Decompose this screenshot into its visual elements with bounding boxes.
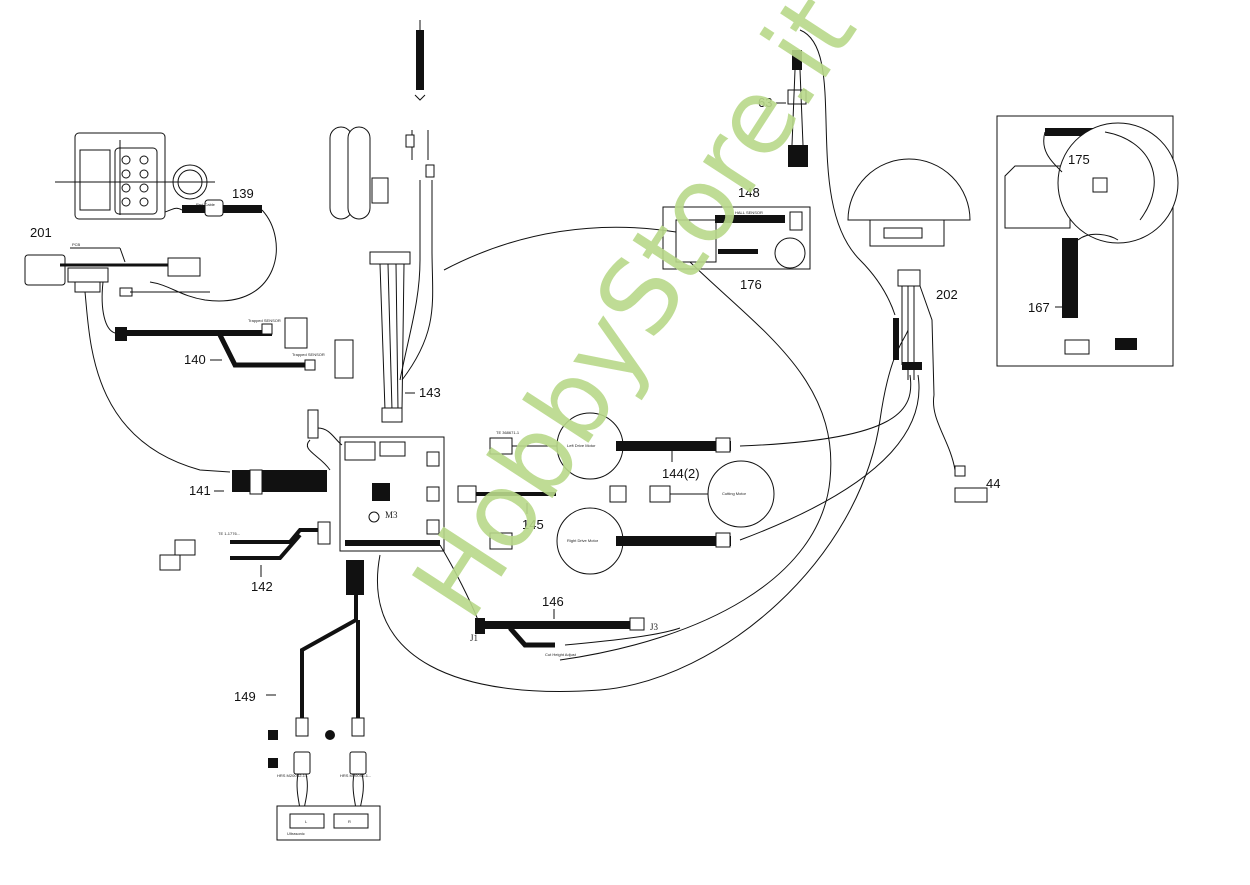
- pcb-assembly-201: PCB: [24, 242, 210, 297]
- callout-142: 142: [251, 579, 273, 594]
- keypad-assembly: [55, 132, 215, 220]
- ultrasonic-label: Ultrasonic: [287, 831, 305, 836]
- callout-145: 145: [522, 517, 544, 532]
- main-controller-m3: M3: [307, 409, 445, 552]
- harness-141: [232, 469, 327, 495]
- harness-139: Red Cable: [149, 199, 277, 302]
- callout-140: 140: [184, 352, 206, 367]
- gps-module-box: [996, 115, 1179, 367]
- hrs-label-right: HRS M200S2-1...: [340, 773, 371, 778]
- hall-sensor-box-148: HALL SENSOR: [662, 206, 811, 270]
- callout-149: 149: [234, 689, 256, 704]
- callout-144: 144(2): [662, 466, 700, 481]
- harness-142: TE 1-1776...: [159, 521, 331, 571]
- hrs-label-left: HRS M200S2-1...: [277, 773, 308, 778]
- left-drive-motor-label: Left Drive Motor: [567, 443, 596, 448]
- j3-label: J3: [650, 622, 659, 632]
- cut-height-adjust-label: Cut Height Adjust: [545, 652, 577, 657]
- callout-175: 175: [1068, 152, 1090, 167]
- te-label-142: TE 1-1776...: [218, 531, 240, 536]
- callout-201: 201: [30, 225, 52, 240]
- harness-146: J1 J3 Cut Height Adjust: [470, 617, 681, 657]
- harness-140: Trapped SENSOR Trapped SENSOR: [84, 281, 354, 473]
- m3-label: M3: [385, 510, 398, 520]
- callout-167: 167: [1028, 300, 1050, 315]
- callout-202: 202: [936, 287, 958, 302]
- trapped-sensor-label-1: Trapped SENSOR: [248, 318, 281, 323]
- pcb-label: PCB: [72, 242, 81, 247]
- trapped-sensor-label-2: Trapped SENSOR: [292, 352, 325, 357]
- callout-139: 139: [232, 186, 254, 201]
- callout-146: 146: [542, 594, 564, 609]
- callout-63: 63: [758, 95, 772, 110]
- left-sensor-label: L: [305, 819, 308, 824]
- motors: Left Drive Motor TE 368671-1 Cutting Mot…: [457, 412, 775, 575]
- right-drive-motor-label: Right Drive Motor: [567, 538, 599, 543]
- callout-148: 148: [738, 185, 760, 200]
- cutting-motor-label: Cutting Motor: [722, 491, 747, 496]
- te-connector-label: TE 368671-1: [496, 430, 520, 435]
- dome-antenna: [847, 158, 971, 247]
- harness-143: [369, 20, 435, 423]
- harness-149: HRS M200S2-1... HRS M200S2-1... L R Ultr…: [268, 560, 381, 841]
- j1-label: J1: [470, 633, 478, 643]
- red-cable-label: Red Cable: [196, 202, 216, 207]
- cable-63: [787, 29, 896, 316]
- battery-pack: [329, 126, 389, 220]
- callout-143: 143: [419, 385, 441, 400]
- harness-202: [739, 269, 988, 541]
- callout-44: 44: [986, 476, 1000, 491]
- hall-sensor-label: HALL SENSOR: [735, 210, 763, 215]
- long-wires: [307, 226, 909, 692]
- callout-141: 141: [189, 483, 211, 498]
- callouts: 63 148 176 139 201 202 175 167 140 143 1…: [30, 95, 1090, 704]
- right-sensor-label: R: [348, 819, 351, 824]
- callout-176: 176: [740, 277, 762, 292]
